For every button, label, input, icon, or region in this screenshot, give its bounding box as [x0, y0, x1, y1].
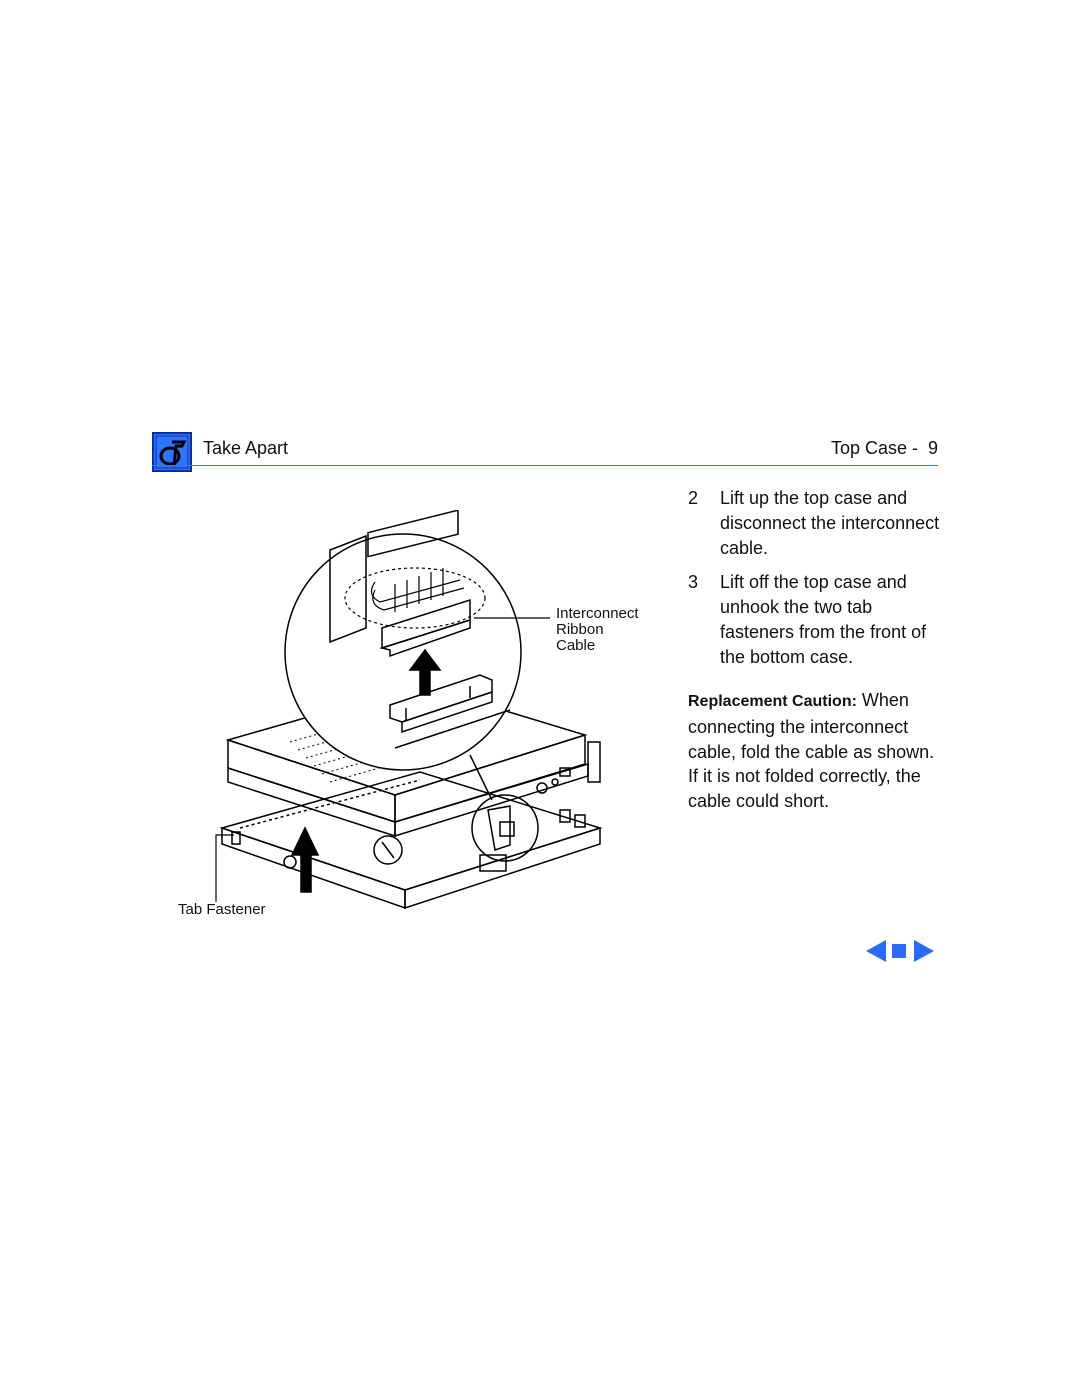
bottom-case-drawing — [219, 771, 603, 910]
step-item: 3 Lift off the top case and unhook the t… — [688, 570, 948, 669]
lift-arrow-icon — [290, 826, 320, 893]
caution-text: When connecting the interconnect cable, … — [688, 690, 935, 812]
caution-label: Replacement Caution: — [688, 693, 857, 710]
page-navigation — [866, 938, 936, 966]
step-item: 2 Lift up the top case and disconnect th… — [688, 486, 948, 560]
section-title: Take Apart — [203, 438, 289, 458]
interconnect-label-line1: Interconnect — [556, 605, 639, 622]
replacement-caution: Replacement Caution: When connecting the… — [688, 688, 938, 814]
interconnect-label-line3: Cable — [556, 637, 596, 654]
step-text: Lift off the top case and unhook the two… — [720, 572, 927, 667]
procedure-steps: 2 Lift up the top case and disconnect th… — [688, 486, 948, 680]
step-number: 2 — [688, 488, 699, 508]
previous-arrow-icon[interactable] — [866, 940, 886, 962]
header-divider — [152, 465, 938, 466]
next-arrow-icon[interactable] — [914, 940, 934, 962]
top-case-illustration: Interconnect Ribbon Cable Tab Fastener — [170, 509, 670, 950]
step-text: Lift up the top case and disconnect the … — [720, 488, 940, 558]
ribbon-cable-detail — [284, 509, 522, 771]
tab-fastener-label: Tab Fastener — [178, 901, 266, 918]
toolbox-icon — [152, 432, 192, 472]
detail-circle-small — [471, 794, 539, 862]
interconnect-label-line2: Ribbon — [556, 621, 604, 638]
step-number: 3 — [688, 572, 699, 593]
stop-square-icon[interactable] — [892, 944, 906, 958]
page-reference: Top Case - 9 — [830, 438, 938, 458]
